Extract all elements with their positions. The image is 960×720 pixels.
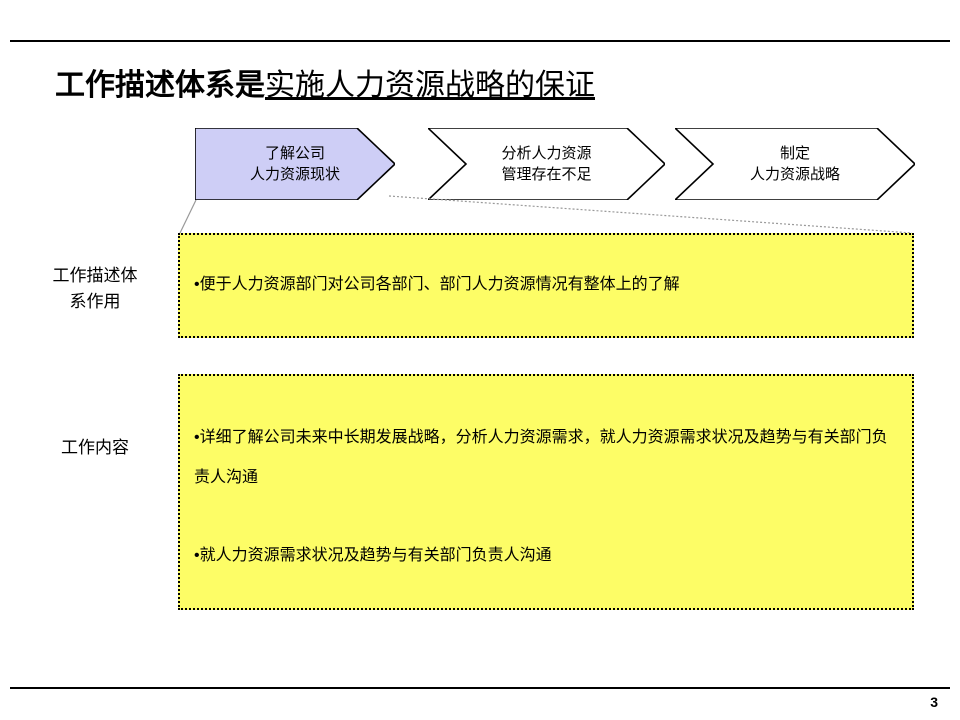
process-step-2-label: 分析人力资源 管理存在不足 [501,143,591,185]
panel-content-body: •详细了解公司未来中长期发展战略，分析人力资源需求，就人力资源需求状况及趋势与有… [180,376,912,576]
panel-content-bullet-1: •详细了解公司未来中长期发展战略，分析人力资源需求，就人力资源需求状况及趋势与有… [194,418,898,498]
panel-role-bullet-1: •便于人力资源部门对公司各部门、部门人力资源情况有整体上的了解 [194,265,898,305]
chevron-shape-icon [428,128,665,200]
bullet-marker-icon: • [194,547,200,564]
process-step-1-label: 了解公司 人力资源现状 [250,143,340,185]
row-label-content-line1: 工作内容 [61,438,129,457]
process-step-1-line1: 了解公司 [264,145,325,162]
panel-content-bullet-2-text: 就人力资源需求状况及趋势与有关部门负责人沟通 [199,547,552,564]
footer-rule [10,687,950,689]
process-step-3[interactable]: 制定 人力资源战略 [675,128,915,200]
row-label-role-line1: 工作描述体 [52,266,138,285]
row-label-content: 工作内容 [20,435,170,461]
process-flow: 了解公司 人力资源现状 分析人力资源 管理存在不足 制定 人力资源战略 [195,128,915,200]
panel-role-bullet-1-text: 便于人力资源部门对公司各部门、部门人力资源情况有整体上的了解 [199,276,680,293]
process-step-1-line2: 人力资源现状 [249,166,340,183]
panel-content-bullet-2: •就人力资源需求状况及趋势与有关部门负责人沟通 [194,536,898,576]
title-underlined-segment: 实施人力资源战略的保证 [265,69,595,102]
header-rule [10,40,950,42]
bullet-marker-icon: • [194,276,200,293]
process-step-3-line1: 制定 [779,145,810,162]
slide-title: 工作描述体系是实施人力资源战略的保证 [55,68,595,104]
panel-content-bullet-1-text: 详细了解公司未来中长期发展战略，分析人力资源需求，就人力资源需求状况及趋势与有关… [194,429,888,486]
process-step-2-line2: 管理存在不足 [501,166,592,183]
process-step-3-label: 制定 人力资源战略 [750,143,840,185]
row-label-role: 工作描述体 系作用 [20,263,170,315]
process-step-2[interactable]: 分析人力资源 管理存在不足 [428,128,665,200]
chevron-shape-icon [195,128,395,200]
title-bold-segment: 工作描述体系是 [55,69,265,102]
panel-content: •详细了解公司未来中长期发展战略，分析人力资源需求，就人力资源需求状况及趋势与有… [178,374,914,610]
connector-left-line [179,199,197,234]
row-label-role-line2: 系作用 [69,292,121,311]
panel-role-body: •便于人力资源部门对公司各部门、部门人力资源情况有整体上的了解 [180,235,912,305]
connector-right-dotted-line [388,195,913,234]
panel-role: •便于人力资源部门对公司各部门、部门人力资源情况有整体上的了解 [178,233,914,338]
chevron-shape-icon [675,128,915,200]
process-step-2-line1: 分析人力资源 [501,145,592,162]
process-step-1[interactable]: 了解公司 人力资源现状 [195,128,395,200]
page-number: 3 [930,694,938,710]
process-step-3-line2: 人力资源战略 [749,166,840,183]
bullet-marker-icon: • [194,429,200,446]
